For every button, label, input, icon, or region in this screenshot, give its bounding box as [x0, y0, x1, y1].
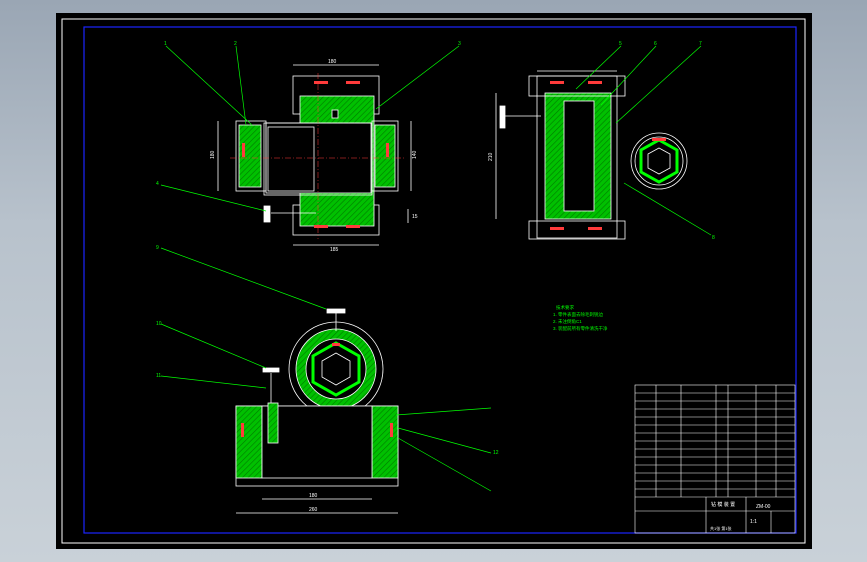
cad-canvas: 180 180 140 185 15 1 2 3 4	[56, 13, 812, 549]
label-9: 9	[156, 245, 159, 251]
label-11: 11	[156, 373, 161, 379]
tech-title: 技术要求	[556, 304, 574, 311]
label-6: 6	[654, 41, 657, 47]
side-view-leaders	[575, 45, 712, 236]
label-12: 12	[493, 450, 499, 456]
dim-bottom-outer: 260	[309, 507, 318, 513]
tech-requirements: 技术要求 1. 零件表面去除毛刺锐边 2. 未注倒角C1 3. 装配前所有零件清…	[553, 304, 608, 332]
dim-bottom-inner: 180	[309, 493, 318, 499]
label-7: 7	[699, 41, 702, 47]
scale: 1:1	[750, 519, 757, 525]
tech-line-2: 2. 未注倒角C1	[553, 318, 582, 325]
dim-top-width: 180	[328, 59, 337, 65]
bottom-view	[235, 308, 399, 514]
top-view	[217, 64, 412, 246]
bottom-view-leaders	[160, 247, 492, 492]
title-block-text: 钻 模 装 置 ZM-00 1:1 共1张 第1张	[710, 501, 771, 531]
label-8: 8	[712, 235, 715, 241]
drawing-no: ZM-00	[756, 504, 771, 510]
dim-top-small: 15	[412, 214, 418, 220]
inner-frame	[83, 26, 797, 534]
label-3: 3	[458, 41, 461, 47]
dim-top-height2: 140	[412, 150, 418, 159]
cad-drawing: 180 180 140 185 15 1 2 3 4	[61, 18, 806, 544]
label-1: 1	[164, 41, 167, 47]
tech-line-3: 3. 装配前所有零件清洗干净	[553, 325, 608, 332]
top-view-leaders	[160, 45, 460, 212]
label-2: 2	[234, 41, 237, 47]
label-10: 10	[156, 321, 162, 327]
outer-frame	[61, 18, 806, 544]
dim-top-height: 180	[210, 150, 216, 159]
side-view	[495, 70, 688, 240]
label-5: 5	[619, 41, 622, 47]
tech-line-1: 1. 零件表面去除毛刺锐边	[553, 311, 604, 318]
sheet: 共1张 第1张	[710, 525, 732, 531]
label-4: 4	[156, 181, 159, 187]
title-block	[634, 384, 796, 534]
drawing-title: 钻 模 装 置	[711, 501, 735, 508]
dim-top-bottom: 185	[330, 247, 339, 253]
dim-side-height: 210	[488, 152, 494, 161]
